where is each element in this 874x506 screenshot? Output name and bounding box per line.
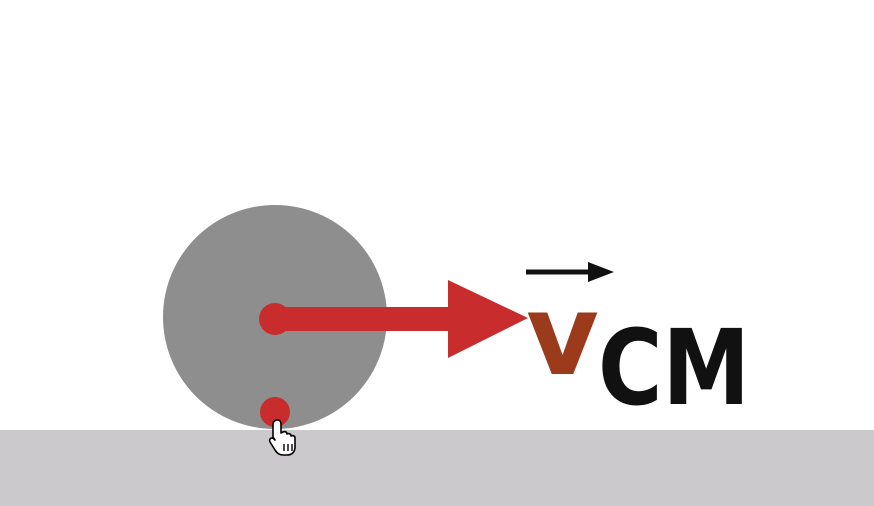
velocity-arrow bbox=[259, 280, 528, 358]
ground bbox=[0, 430, 874, 506]
hand-pointer-icon bbox=[268, 419, 296, 456]
vector-overhead-arrow bbox=[526, 262, 614, 282]
contact-point-dot bbox=[260, 397, 290, 427]
center-of-mass-dot bbox=[259, 303, 291, 335]
label-vector-letter: v bbox=[526, 271, 599, 401]
label-subscript: CM bbox=[598, 307, 750, 429]
velocity-arrow-head bbox=[448, 280, 528, 358]
